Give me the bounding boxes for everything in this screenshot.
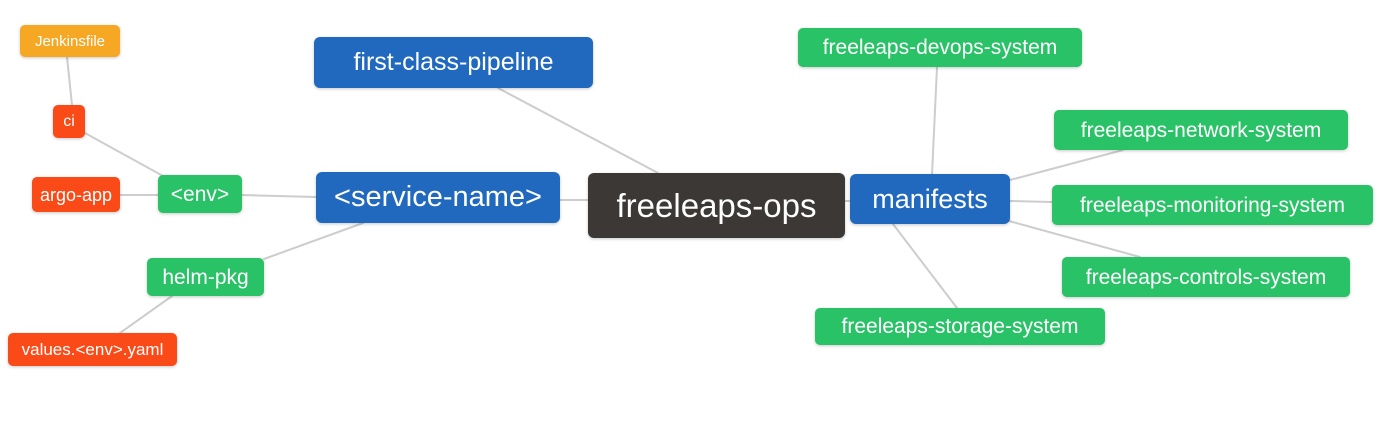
edge-manifests-devops bbox=[931, 66, 938, 176]
edge-jenkinsfile-ci bbox=[66, 56, 73, 106]
node-freeleaps-storage-system[interactable]: freeleaps-storage-system bbox=[815, 308, 1105, 345]
edge-ci-env bbox=[84, 132, 164, 177]
edge-pipeline-ops bbox=[497, 87, 659, 174]
node-freeleaps-devops-system[interactable]: freeleaps-devops-system bbox=[798, 28, 1082, 67]
edge-manifests-network bbox=[1009, 149, 1124, 181]
node-freeleaps-controls-system[interactable]: freeleaps-controls-system bbox=[1062, 257, 1350, 297]
node-helm-pkg[interactable]: helm-pkg bbox=[147, 258, 264, 296]
edge-helm-pkg-values bbox=[119, 295, 173, 334]
edge-manifests-monitoring bbox=[1009, 200, 1053, 203]
node-argo-app[interactable]: argo-app bbox=[32, 177, 120, 212]
node-first-class-pipeline[interactable]: first-class-pipeline bbox=[314, 37, 593, 88]
node-env[interactable]: <env> bbox=[158, 175, 242, 213]
node-freeleaps-monitoring-system[interactable]: freeleaps-monitoring-system bbox=[1052, 185, 1373, 225]
node-manifests[interactable]: manifests bbox=[850, 174, 1010, 224]
node-service-name[interactable]: <service-name> bbox=[316, 172, 560, 223]
edge-helm-pkg-service-name bbox=[263, 222, 364, 260]
node-freeleaps-network-system[interactable]: freeleaps-network-system bbox=[1054, 110, 1348, 150]
node-jenkinsfile[interactable]: Jenkinsfile bbox=[20, 25, 120, 57]
edge-manifests-controls bbox=[1008, 220, 1141, 258]
edge-manifests-storage bbox=[892, 223, 958, 309]
node-values-env-yaml[interactable]: values.<env>.yaml bbox=[8, 333, 177, 366]
node-freeleaps-ops[interactable]: freeleaps-ops bbox=[588, 173, 845, 238]
edge-env-service-name bbox=[241, 194, 317, 198]
node-ci[interactable]: ci bbox=[53, 105, 85, 138]
